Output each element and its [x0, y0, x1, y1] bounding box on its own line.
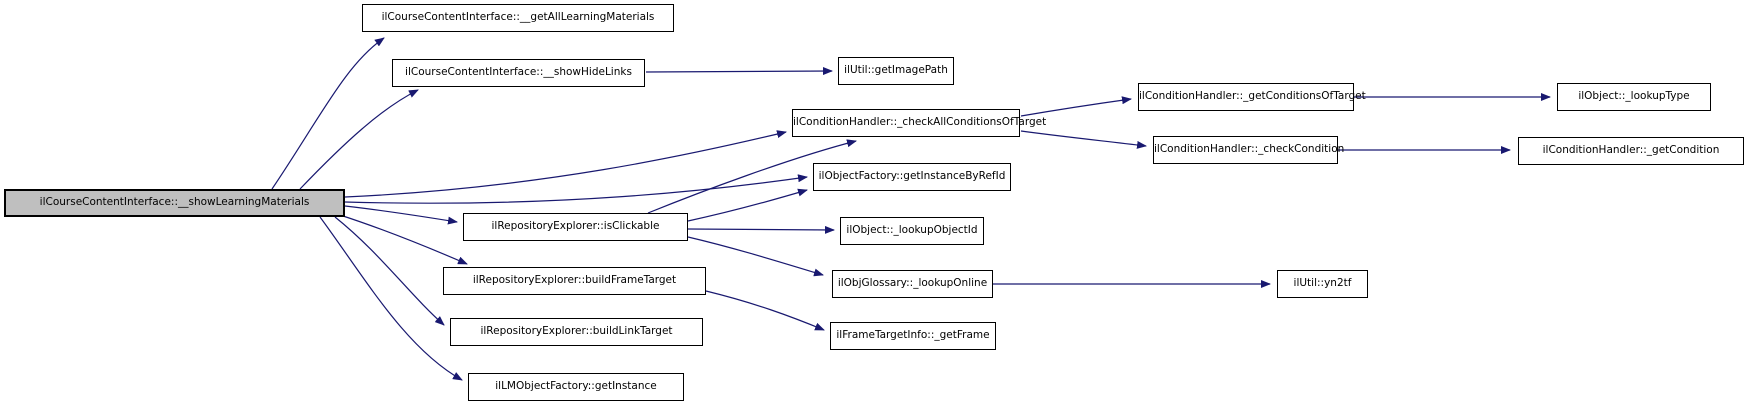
- edge-buildFrameTarget-to-getFrame: [705, 290, 825, 331]
- edge-isClickable-to-checkAllConditionsOfTarget: [647, 139, 857, 214]
- graph-node-checkCondition[interactable]: ilConditionHandler::_checkCondition: [1153, 136, 1344, 164]
- edge-isClickable-to-lookupObjectId: [687, 225, 835, 234]
- graph-node-lookupType[interactable]: ilObject::_lookupType: [1557, 83, 1711, 111]
- graph-node-showLearningMaterials[interactable]: ilCourseContentInterface::__showLearning…: [4, 189, 345, 217]
- edge-showLearningMaterials-to-getInstance: [319, 216, 463, 381]
- graph-node-lookupObjectId[interactable]: ilObject::_lookupObjectId: [840, 217, 984, 245]
- graph-node-getConditionsOfTarget[interactable]: ilConditionHandler::_getConditionsOfTarg…: [1138, 83, 1366, 111]
- edge-showHideLinks-to-getImagePath: [645, 67, 833, 76]
- edge-showLearningMaterials-to-checkAllConditionsOfTarget: [344, 130, 787, 198]
- edge-isClickable-to-lookupOnline: [687, 236, 824, 277]
- graph-node-getImagePath[interactable]: ilUtil::getImagePath: [838, 57, 954, 85]
- graph-node-lookupOnline[interactable]: ilObjGlossary::_lookupOnline: [832, 270, 993, 298]
- graph-node-buildFrameTarget[interactable]: ilRepositoryExplorer::buildFrameTarget: [443, 267, 706, 295]
- graph-node-getCondition[interactable]: ilConditionHandler::_getCondition: [1518, 137, 1744, 165]
- edge-showLearningMaterials-to-isClickable: [344, 205, 458, 225]
- edge-showLearningMaterials-to-getAllLearningMaterials: [271, 37, 385, 190]
- edge-group: [271, 37, 1551, 381]
- edge-isClickable-to-getInstanceByRefId: [687, 188, 808, 222]
- graph-node-getInstance[interactable]: ilLMObjectFactory::getInstance: [468, 373, 684, 401]
- edge-checkAllConditionsOfTarget-to-checkCondition: [1020, 130, 1147, 149]
- edge-showLearningMaterials-to-buildLinkTarget: [334, 216, 445, 326]
- graph-node-getAllLearningMaterials[interactable]: ilCourseContentInterface::__getAllLearni…: [362, 4, 674, 32]
- graph-node-isClickable[interactable]: ilRepositoryExplorer::isClickable: [463, 213, 688, 241]
- graph-node-getInstanceByRefId[interactable]: ilObjectFactory::getInstanceByRefId: [813, 163, 1011, 191]
- graph-node-yn2tf[interactable]: ilUtil::yn2tf: [1277, 270, 1368, 298]
- edge-showLearningMaterials-to-getInstanceByRefId: [344, 174, 808, 204]
- edge-showLearningMaterials-to-buildFrameTarget: [339, 214, 468, 265]
- edge-showLearningMaterials-to-showHideLinks: [299, 89, 419, 190]
- graph-node-buildLinkTarget[interactable]: ilRepositoryExplorer::buildLinkTarget: [450, 318, 703, 346]
- graph-node-checkAllConditionsOfTarget[interactable]: ilConditionHandler::_checkAllConditionsO…: [792, 109, 1046, 137]
- graph-node-getFrame[interactable]: ilFrameTargetInfo::_getFrame: [830, 322, 996, 350]
- graph-node-showHideLinks[interactable]: ilCourseContentInterface::__showHideLink…: [392, 59, 645, 87]
- edge-checkAllConditionsOfTarget-to-getConditionsOfTarget: [1020, 96, 1132, 117]
